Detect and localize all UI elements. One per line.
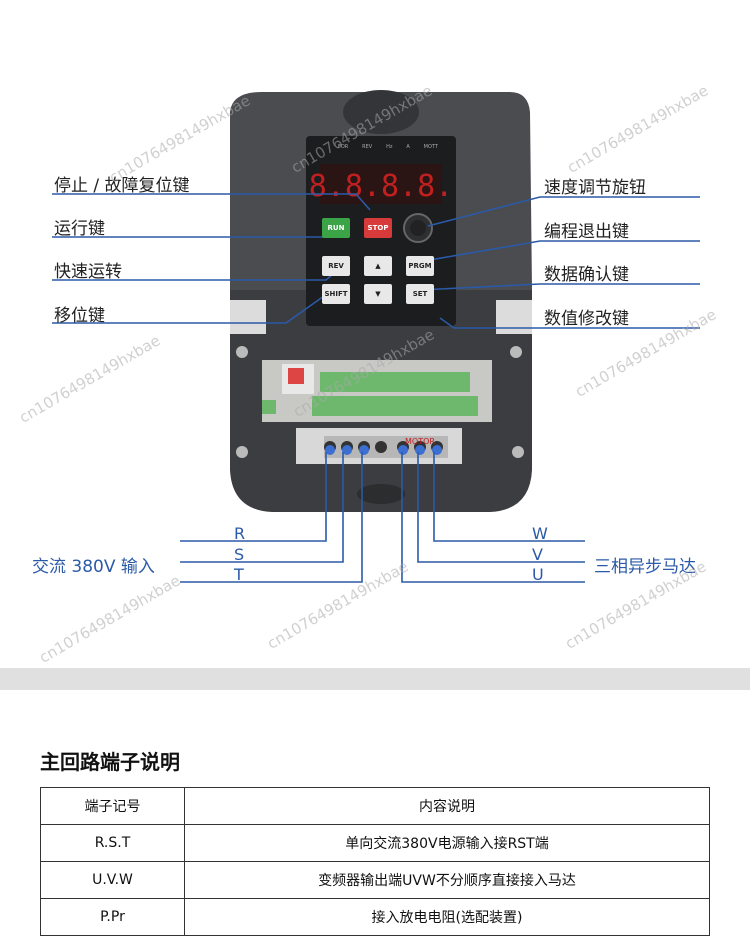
- shift-key-label: 移位键: [54, 306, 105, 326]
- phase-w: W: [532, 524, 548, 543]
- table-row: U.V.W 变频器输出端UVW不分顺序直接接入马达: [40, 861, 710, 899]
- data-confirm-key-label: 数据确认键: [544, 265, 629, 285]
- rev-key[interactable]: REV: [322, 256, 350, 276]
- indicator-label: FOR: [338, 144, 349, 150]
- section-title: 主回路端子说明: [40, 750, 180, 774]
- stop-reset-key-label: 停止 / 故障复位键: [54, 176, 190, 196]
- phase-t: T: [234, 565, 244, 584]
- terminal-description: 单向交流380V电源输入接RST端: [184, 824, 710, 862]
- table-row: R.S.T 单向交流380V电源输入接RST端: [40, 824, 710, 862]
- terminal-description: 接入放电电阻(选配装置): [184, 898, 710, 936]
- header-description: 内容说明: [184, 787, 710, 825]
- run-key-label: 运行键: [54, 219, 105, 239]
- program-exit-key-label: 编程退出键: [544, 222, 629, 242]
- down-key[interactable]: ▼: [364, 284, 392, 304]
- run-key[interactable]: RUN: [322, 218, 350, 238]
- value-modify-key-label: 数值修改键: [544, 309, 629, 329]
- prgm-key[interactable]: PRGM: [406, 256, 434, 276]
- terminal-mark: U.V.W: [40, 861, 185, 899]
- phase-s: S: [234, 545, 245, 564]
- jog-key-label: 快速运转: [54, 262, 122, 282]
- terminal-table: 端子记号 内容说明 R.S.T 单向交流380V电源输入接RST端 U.V.W …: [40, 787, 710, 936]
- shift-key[interactable]: SHIFT: [322, 284, 350, 304]
- header-terminal-mark: 端子记号: [40, 787, 185, 825]
- terminal-mark: P.Pr: [40, 898, 185, 936]
- table-header-row: 端子记号 内容说明: [40, 787, 710, 825]
- set-key[interactable]: SET: [406, 284, 434, 304]
- terminal-mark: R.S.T: [40, 824, 185, 862]
- speed-knob-label: 速度调节旋钮: [544, 178, 646, 198]
- indicator-row: FOR REV Hz A MOTT: [338, 144, 438, 150]
- section-divider: [0, 668, 750, 690]
- stop-key[interactable]: STOP: [364, 218, 392, 238]
- up-key[interactable]: ▲: [364, 256, 392, 276]
- led-display: 8.8.8.8.: [309, 169, 454, 204]
- indicator-label: MOTT: [423, 144, 438, 150]
- motor-label: MOTOR: [405, 437, 435, 446]
- indicator-label: A: [406, 144, 410, 150]
- phase-u: U: [532, 565, 544, 584]
- indicator-label: REV: [362, 144, 373, 150]
- output-label: 三相异步马达: [594, 557, 696, 577]
- table-row: P.Pr 接入放电电阻(选配装置): [40, 898, 710, 936]
- phase-v: V: [532, 545, 543, 564]
- input-label: 交流 380V 输入: [32, 557, 155, 577]
- phase-r: R: [234, 524, 246, 543]
- indicator-label: Hz: [386, 144, 393, 150]
- terminal-description: 变频器输出端UVW不分顺序直接接入马达: [184, 861, 710, 899]
